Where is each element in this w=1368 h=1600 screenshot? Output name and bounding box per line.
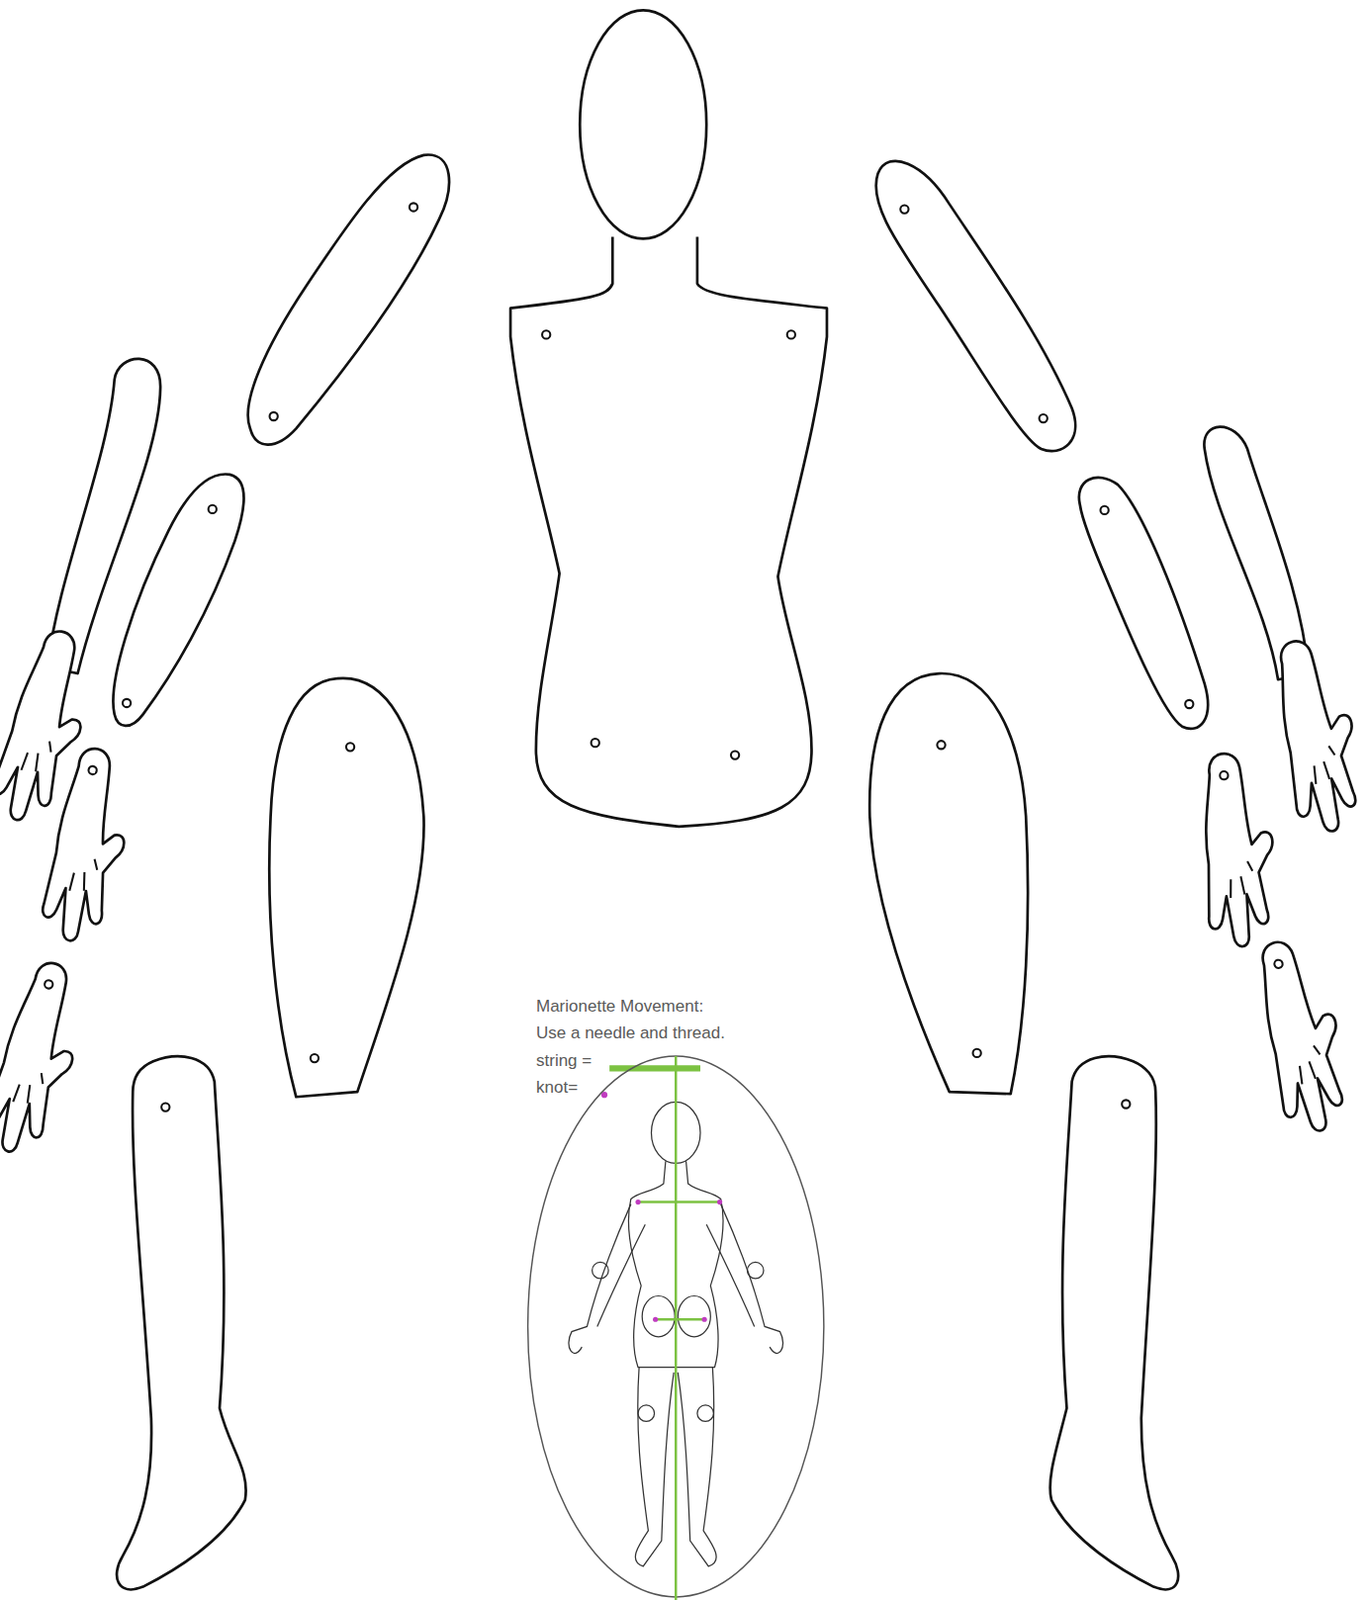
legend-text: string =: [536, 1051, 592, 1072]
instruction-note: Use a needle and thread.: [536, 1023, 726, 1044]
legend-text: knot=: [536, 1078, 578, 1098]
instruction-note: Marionette Movement:: [536, 997, 704, 1017]
